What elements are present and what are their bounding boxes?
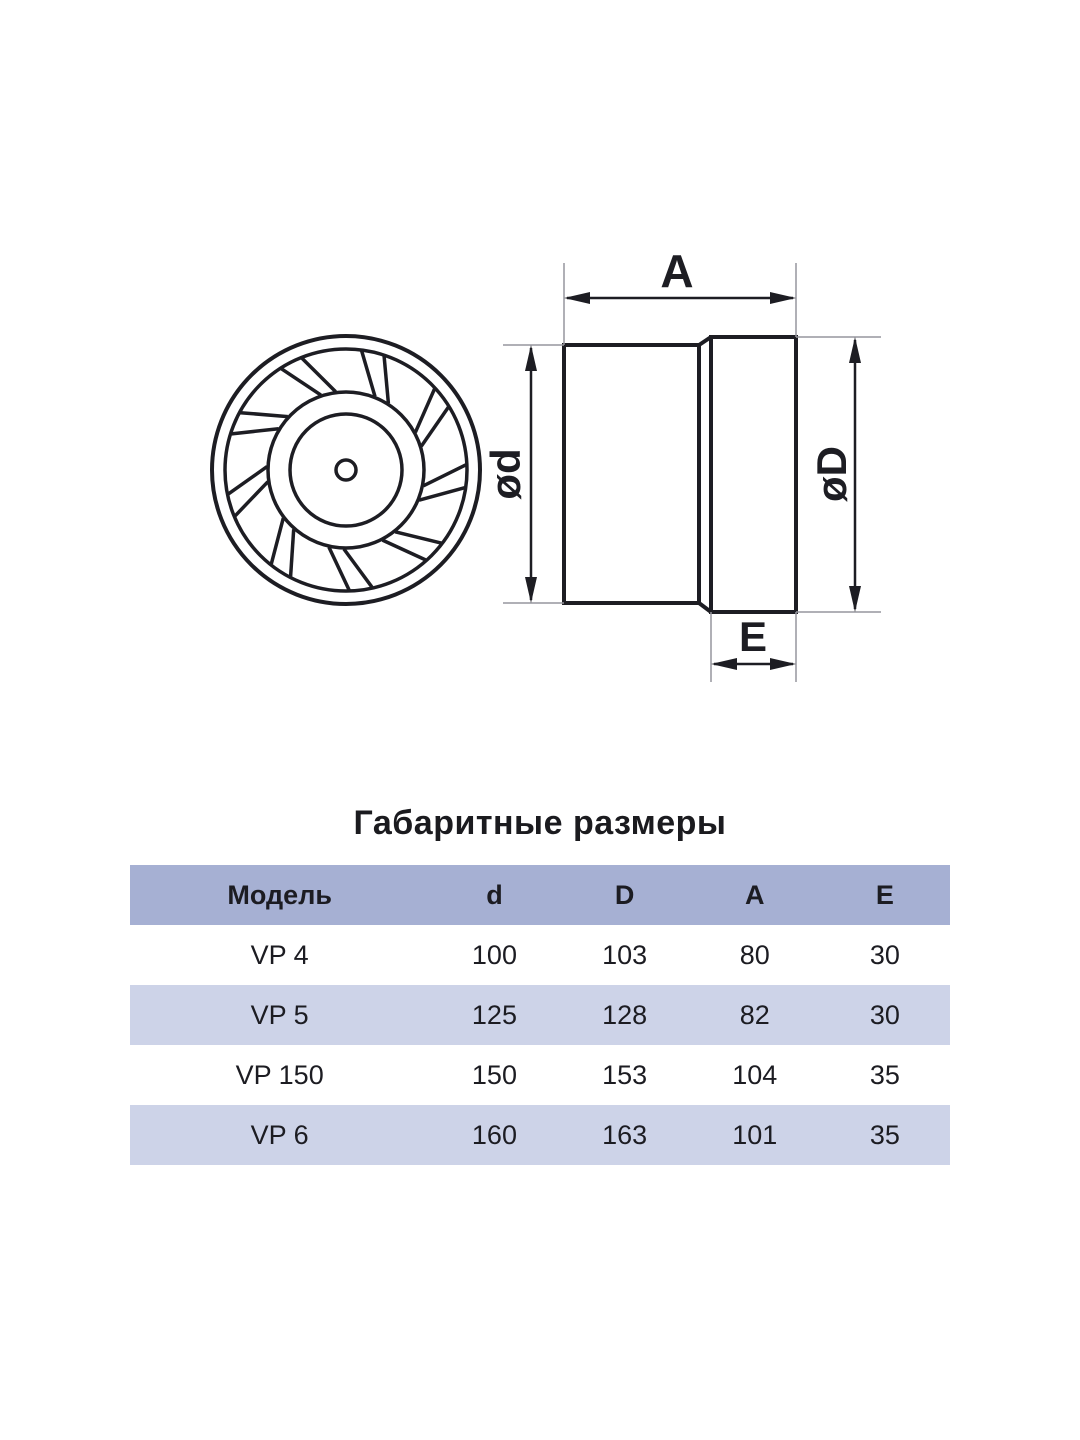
fan-dimension-diagram: A ød øD E <box>210 245 881 682</box>
table-cell: 35 <box>819 1105 950 1165</box>
fan-hub-outer-circle <box>266 390 426 550</box>
fan-blade-edge <box>394 530 442 545</box>
dim-label-E: E <box>739 613 767 660</box>
table-cell: 35 <box>869 1059 900 1090</box>
fan-blade-edge <box>413 388 437 434</box>
arrowhead <box>564 292 590 304</box>
fan-outer-rim-circle <box>210 334 482 606</box>
fan-blade-edge <box>418 486 466 502</box>
table-row: VP 6 160 163 101 35 <box>130 1105 950 1165</box>
header-cell-d: d <box>429 865 560 925</box>
extension-lines <box>503 263 881 682</box>
dimensions-table: Модель d D A E VP 4 100 103 80 30 VP 5 1… <box>130 865 950 1165</box>
table-cell: 30 <box>869 939 900 970</box>
header-cell-A: A <box>689 865 820 925</box>
fan-blade-edge <box>360 350 377 397</box>
table-row: VP 5 125 128 82 30 <box>130 985 950 1045</box>
fan-blade-edge <box>300 357 337 393</box>
header-cell-E: E <box>819 865 950 925</box>
fan-blade-edge <box>382 356 391 404</box>
fan-blade-edge <box>240 410 288 419</box>
table-header-row: Модель d D A E <box>130 865 950 925</box>
arrowhead <box>525 577 537 603</box>
table-cell: 104 <box>732 1059 778 1090</box>
arrowhead <box>770 658 796 670</box>
table-cell-model: VP 150 <box>235 1059 324 1090</box>
table-cell: 128 <box>559 985 690 1045</box>
table-cell: 150 <box>471 1059 517 1090</box>
table-cell: 80 <box>739 939 770 970</box>
fan-blade-edge <box>227 465 269 496</box>
table-cell-model: VP 5 <box>130 985 430 1045</box>
table-row: VP 150 150 153 104 35 <box>130 1045 950 1105</box>
table-cell-model: VP 6 <box>130 1105 430 1165</box>
table-cell: 101 <box>689 1105 820 1165</box>
fan-blade-edge <box>231 426 279 436</box>
table-cell-model: VP 4 <box>250 939 309 970</box>
fan-side-view <box>562 335 798 614</box>
table-cell: 163 <box>559 1105 690 1165</box>
fan-blade-edge <box>422 463 467 488</box>
arrowhead <box>525 345 537 371</box>
table-cell: 82 <box>689 985 820 1045</box>
fan-blade-edge <box>419 406 450 448</box>
section-title: Габаритные размеры <box>353 804 727 842</box>
dimension-drawing: A ød øD E <box>210 245 881 682</box>
table-cell: 153 <box>602 1059 648 1090</box>
table-cell: 30 <box>819 985 950 1045</box>
fan-front-view <box>210 334 482 606</box>
arrowhead <box>849 337 861 363</box>
fan-blades <box>227 350 467 591</box>
arrowhead <box>770 292 796 304</box>
dimension-lines <box>525 292 861 670</box>
fan-blade-edge <box>381 538 427 562</box>
header-cell-model: Модель <box>130 865 430 925</box>
dim-label-D: øD <box>808 446 855 502</box>
fan-blade-edge <box>327 546 351 591</box>
table-cell: 160 <box>429 1105 560 1165</box>
fan-axle-hole <box>334 458 358 482</box>
arrowhead <box>849 586 861 612</box>
fan-blade-edge <box>233 480 270 518</box>
table-cell: 103 <box>602 939 648 970</box>
fan-blade-edge <box>342 547 374 589</box>
fan-blade-edge <box>280 367 322 397</box>
table-cell: 125 <box>429 985 560 1045</box>
dim-label-A: A <box>660 245 693 297</box>
table-row: VP 4 100 103 80 30 <box>130 925 950 985</box>
fan-flange-outline <box>709 335 798 614</box>
fan-blade-edge <box>288 529 296 577</box>
table-cell: 100 <box>471 939 517 970</box>
dim-label-d: ød <box>482 448 529 499</box>
fan-body-outline <box>562 343 699 605</box>
header-cell-D: D <box>559 865 690 925</box>
fan-inner-rim-circle <box>223 347 469 593</box>
fan-hub-inner-circle <box>288 412 404 528</box>
arrowhead <box>711 658 737 670</box>
fan-blade-edge <box>269 517 285 565</box>
